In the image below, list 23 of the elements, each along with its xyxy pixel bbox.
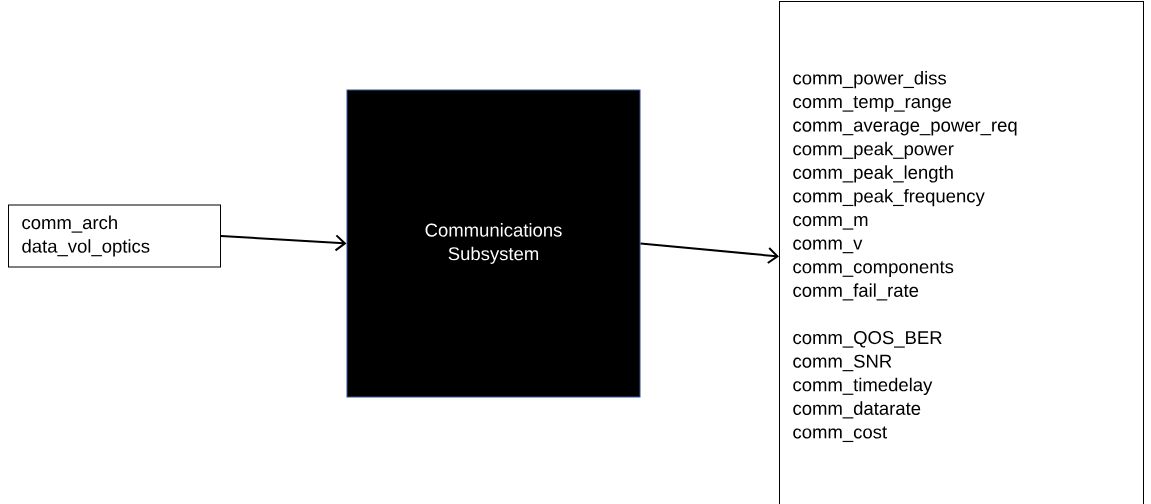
- block-title: Communications Subsystem: [425, 223, 562, 264]
- input-variable: comm_arch: [22, 215, 117, 233]
- output-variable: comm_peak_power: [793, 141, 954, 159]
- output-variable: comm_average_power_req: [793, 121, 1017, 136]
- output-variable: comm_power_diss: [793, 70, 947, 89]
- input-list-box: [8, 204, 221, 268]
- arrow: [220, 234, 347, 252]
- output-variable: comm_SNR: [793, 354, 892, 372]
- input-variable: data_vol_optics: [22, 239, 150, 257]
- subsystem-block: [346, 89, 641, 398]
- output-variable: comm_peak_length: [793, 165, 953, 183]
- output-list-box: [779, 1, 1144, 504]
- output-variable: comm_fail_rate: [793, 283, 919, 301]
- output-variable: comm_temp_range: [793, 96, 952, 112]
- output-variable: comm_v: [793, 239, 863, 254]
- output-variable: comm_components: [793, 261, 954, 277]
- output-variable: comm_timedelay: [793, 377, 933, 395]
- output-variable: comm_datarate: [793, 401, 921, 419]
- output-variable: comm_peak_frequency: [793, 188, 985, 207]
- output-variable: comm_QOS_BER: [793, 331, 942, 348]
- output-variable: comm_m: [793, 216, 868, 230]
- output-variable: comm_cost: [793, 426, 887, 443]
- arrow: [639, 242, 779, 264]
